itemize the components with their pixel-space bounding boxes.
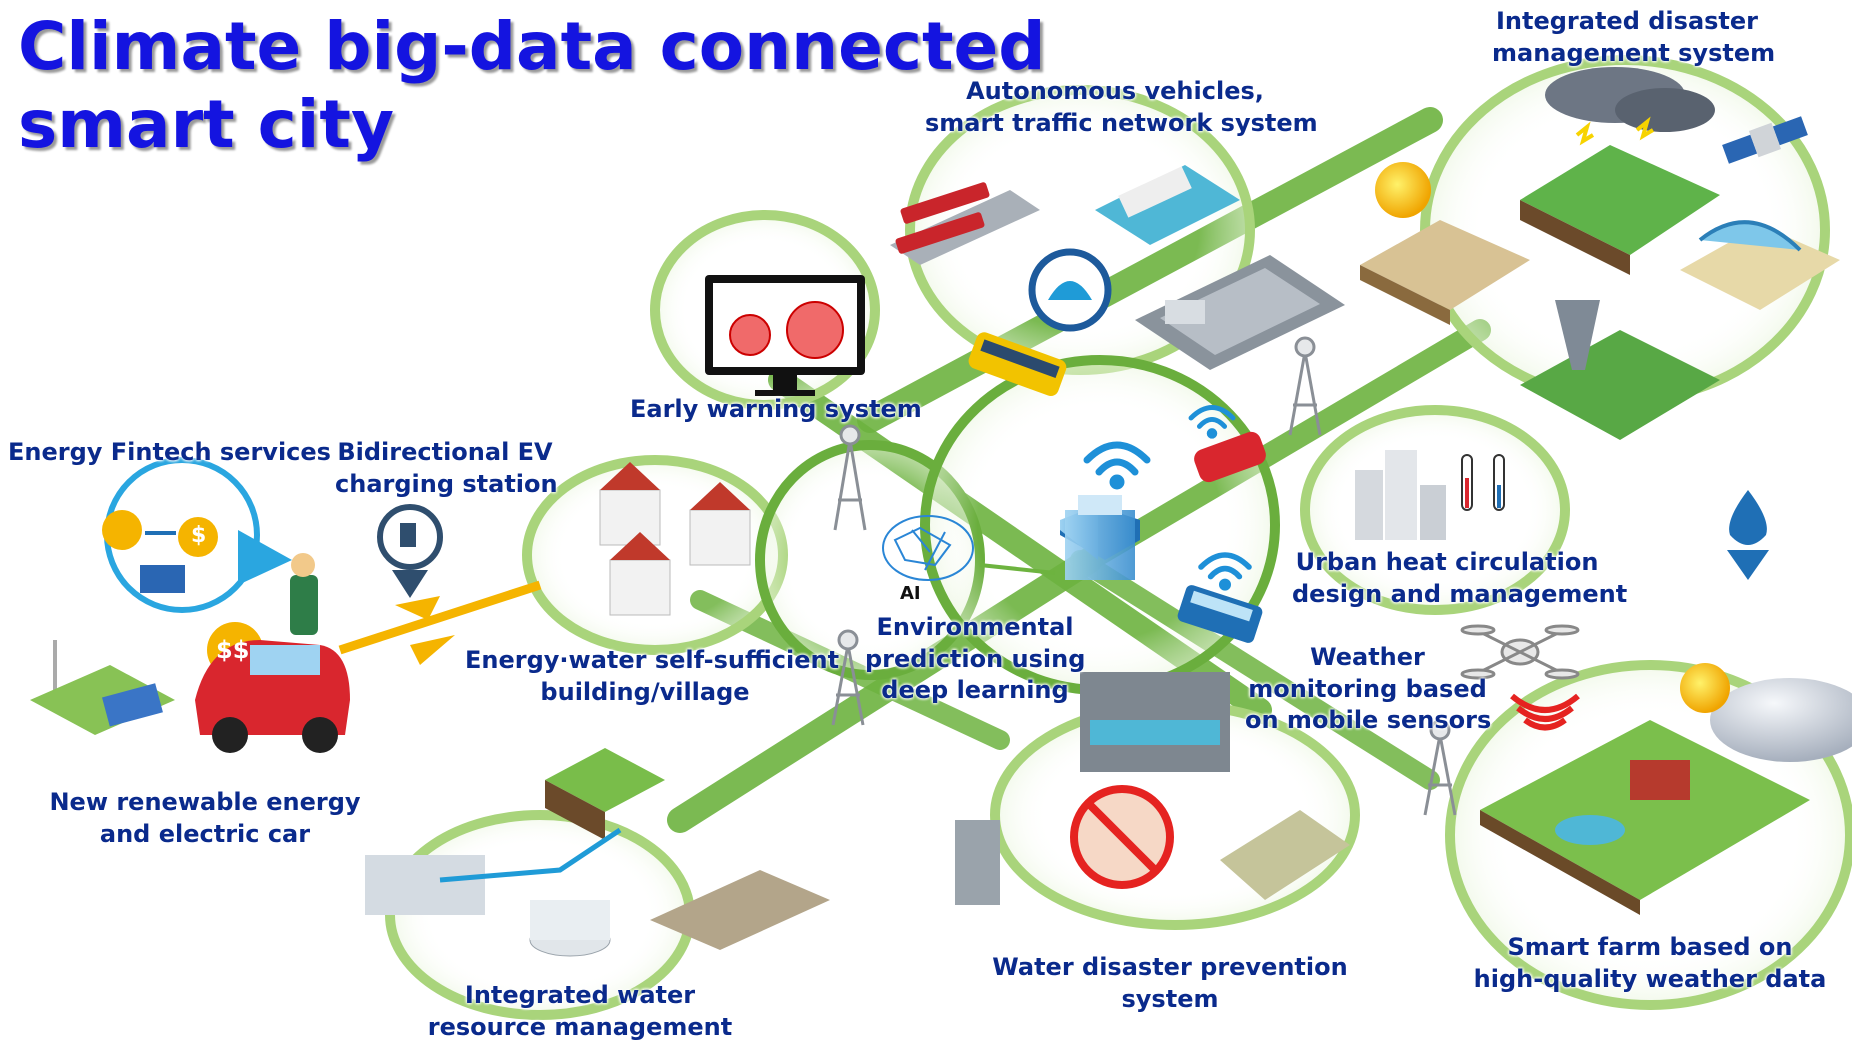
drone-icon: [1460, 624, 1580, 680]
label-energy-fintech: Energy Fintech services: [8, 438, 331, 466]
antenna-towers: [831, 336, 1457, 816]
wifi-icon: [1083, 441, 1151, 490]
page-title: Climate big-data connected smart city: [18, 8, 1046, 164]
vehicles: [1177, 431, 1266, 643]
title-line-1: Climate big-data connected: [18, 8, 1046, 85]
disaster-scene: [1360, 67, 1840, 440]
satellite-icon: [1722, 116, 1808, 164]
money-icon: $$: [216, 636, 250, 664]
ai-brain-icon: [882, 515, 1056, 581]
ev-charging-scene: [338, 504, 542, 665]
label-autonomous-vehicles: Autonomous vehicles, smart traffic netwo…: [925, 77, 1318, 137]
wifi-icon: [1188, 405, 1236, 439]
water-drop-icon: [1727, 490, 1769, 580]
label-integrated-water: Integrated water resource management: [427, 981, 733, 1041]
water-disaster-scene: [955, 672, 1350, 905]
self-sufficient-houses: [599, 462, 751, 616]
title-line-2: smart city: [18, 85, 394, 163]
signal-icon: [1510, 693, 1580, 731]
label-self-sufficient: Energy·water self-sufficient building/vi…: [465, 646, 840, 706]
label-early-warning: Early warning system: [630, 395, 922, 423]
label-urban-heat: Urban heat circulation design and manage…: [1292, 548, 1628, 608]
wifi-icons: [1083, 405, 1252, 591]
label-environmental-prediction: Environmental prediction using deep lear…: [865, 613, 1086, 705]
central-building: [1060, 495, 1140, 580]
label-weather-monitoring: Weather monitoring based on mobile senso…: [1245, 643, 1492, 735]
label-bidirectional-ev: Bidirectional EV charging station: [335, 438, 558, 498]
ai-label: AI: [900, 583, 921, 604]
sun-icon: [1680, 663, 1730, 713]
early-warning-monitor: [705, 275, 865, 396]
label-renewable-energy: New renewable energy and electric car: [49, 788, 361, 848]
urban-heat-scene: [1355, 450, 1505, 540]
sun-icon: [1375, 162, 1431, 218]
water-resource-scene: [365, 748, 830, 957]
label-integrated-disaster: Integrated disaster management system: [1492, 7, 1776, 67]
renewable-energy-scene: [30, 640, 350, 753]
fintech-scene: [102, 457, 318, 678]
label-smart-farm: Smart farm based on high-quality weather…: [1473, 933, 1827, 993]
smart-farm-scene: [1480, 663, 1852, 915]
dollar-icon: $: [191, 523, 207, 548]
label-water-disaster: Water disaster prevention system: [992, 953, 1348, 1013]
wifi-icon: [1198, 552, 1252, 591]
traffic-scene: [890, 165, 1345, 397]
